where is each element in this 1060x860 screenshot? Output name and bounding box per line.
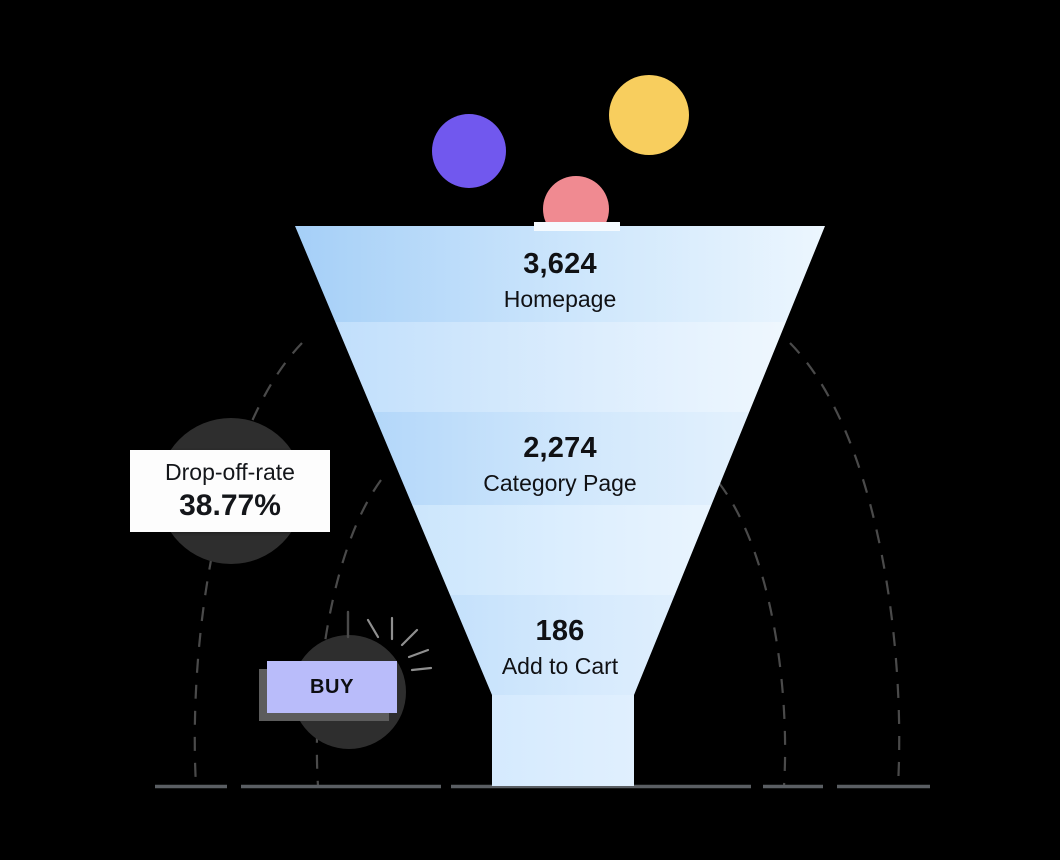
buy-button[interactable]: BUY bbox=[267, 661, 397, 713]
drop-off-rate-label: Drop-off-rate bbox=[165, 459, 295, 486]
funnel-band-2 bbox=[295, 322, 825, 412]
sparkle-ray bbox=[407, 648, 430, 659]
drop-off-rate-value: 38.77% bbox=[179, 489, 281, 523]
dashed-arc-inner-left bbox=[315, 479, 382, 787]
sparkle-ray bbox=[366, 618, 380, 639]
purple-circle-icon bbox=[432, 114, 506, 188]
funnel-band-1 bbox=[295, 226, 825, 322]
sparkle-ray bbox=[410, 666, 433, 672]
yellow-circle-icon bbox=[609, 75, 689, 155]
sparkle-ray bbox=[400, 628, 419, 647]
dashed-arc-inner-right bbox=[718, 482, 787, 787]
dashed-arc-outer-right bbox=[789, 342, 901, 787]
buy-button-wrapper: BUY bbox=[259, 661, 405, 723]
funnel-top-lip bbox=[534, 222, 620, 231]
drop-off-rate-card[interactable]: Drop-off-rate 38.77% bbox=[130, 450, 330, 532]
